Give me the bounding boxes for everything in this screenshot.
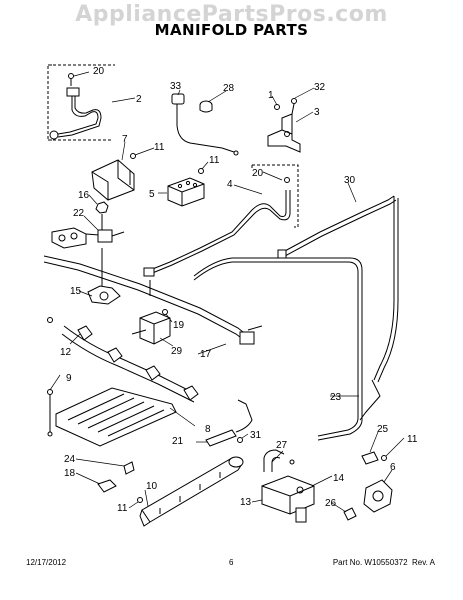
footer-part-no: Part No. W10550372	[332, 558, 408, 567]
part-7-shield	[91, 153, 136, 201]
part-12-burner	[47, 317, 199, 403]
callout-11-right: 11	[407, 434, 418, 445]
callout-20-top: 20	[93, 66, 105, 77]
callout-22: 22	[73, 208, 85, 219]
callout-31: 31	[250, 430, 262, 441]
part-22-valve	[51, 214, 125, 249]
callout-11-upper: 11	[154, 142, 165, 153]
callout-14: 14	[333, 473, 345, 484]
callout-32: 32	[314, 82, 326, 93]
part-26-plug	[343, 507, 357, 521]
callout-15: 15	[70, 286, 82, 297]
leader-lines	[49, 71, 405, 513]
callout-16: 16	[78, 190, 90, 201]
callout-2: 2	[136, 94, 142, 105]
part-15-valve	[87, 248, 121, 305]
part-3-bracket	[267, 98, 301, 153]
callout-11-module: 11	[209, 155, 220, 166]
part-18-clip	[97, 479, 117, 493]
callout-26: 26	[325, 498, 337, 509]
part-8-plate	[47, 387, 177, 447]
callout-24: 24	[64, 454, 76, 465]
callout-7: 7	[122, 134, 128, 145]
callout-33: 33	[170, 81, 182, 92]
callout-6: 6	[390, 462, 396, 473]
callout-19: 19	[173, 320, 185, 331]
part-5-module	[167, 168, 205, 207]
watermark: AppliancePartsPros.com	[75, 2, 388, 27]
footer-part-number: Part No. W10550372 Rev. A	[333, 558, 435, 567]
part-24-clip	[123, 461, 135, 475]
part-6-regulator	[363, 479, 393, 513]
callout-11-lower: 11	[117, 503, 128, 514]
callout-4: 4	[227, 179, 233, 190]
footer-date: 12/17/2012	[26, 558, 67, 567]
callout-25: 25	[377, 424, 389, 435]
callout-28: 28	[223, 83, 235, 94]
part-28-grommet	[199, 100, 213, 113]
callout-17: 17	[200, 349, 212, 360]
callout-9: 9	[66, 373, 72, 384]
callout-21: 21	[172, 436, 184, 447]
part-30-tube	[277, 195, 399, 383]
callout-labels: 20 2 33 28 1 32 3 7 11 11 20 4 30 16 5 2…	[60, 66, 418, 514]
callout-8: 8	[205, 424, 211, 435]
dashed-box-part-4	[251, 164, 299, 228]
part-10-burner	[137, 456, 244, 527]
footer-rev: Rev. A	[412, 558, 435, 567]
part-29-valve	[131, 309, 171, 345]
part-4-tube	[143, 177, 291, 277]
callout-23: 23	[330, 392, 342, 403]
part-13-valve	[261, 475, 315, 523]
manifold-pipe	[43, 255, 263, 345]
part-25-fitting	[361, 451, 387, 465]
callout-27: 27	[276, 440, 288, 451]
part-21-igniter	[205, 399, 253, 447]
dashed-box-part-2	[47, 64, 115, 141]
part-16-nut	[95, 201, 109, 214]
part-23-tube	[193, 257, 381, 441]
callout-13: 13	[240, 497, 252, 508]
callout-30: 30	[344, 175, 356, 186]
page-title: MANIFOLD PARTS	[154, 21, 309, 39]
callout-1: 1	[268, 90, 274, 101]
callout-12: 12	[60, 347, 72, 358]
footer-page-number: 6	[229, 558, 234, 567]
callout-18: 18	[64, 468, 76, 479]
callout-29: 29	[171, 346, 183, 357]
callout-3: 3	[314, 107, 320, 118]
part-27-tube	[263, 449, 295, 472]
part-33-sensor	[171, 93, 239, 156]
callout-5: 5	[149, 189, 155, 200]
callout-10: 10	[146, 481, 158, 492]
part-2-tube	[49, 73, 102, 140]
callout-20-box: 20	[252, 168, 264, 179]
